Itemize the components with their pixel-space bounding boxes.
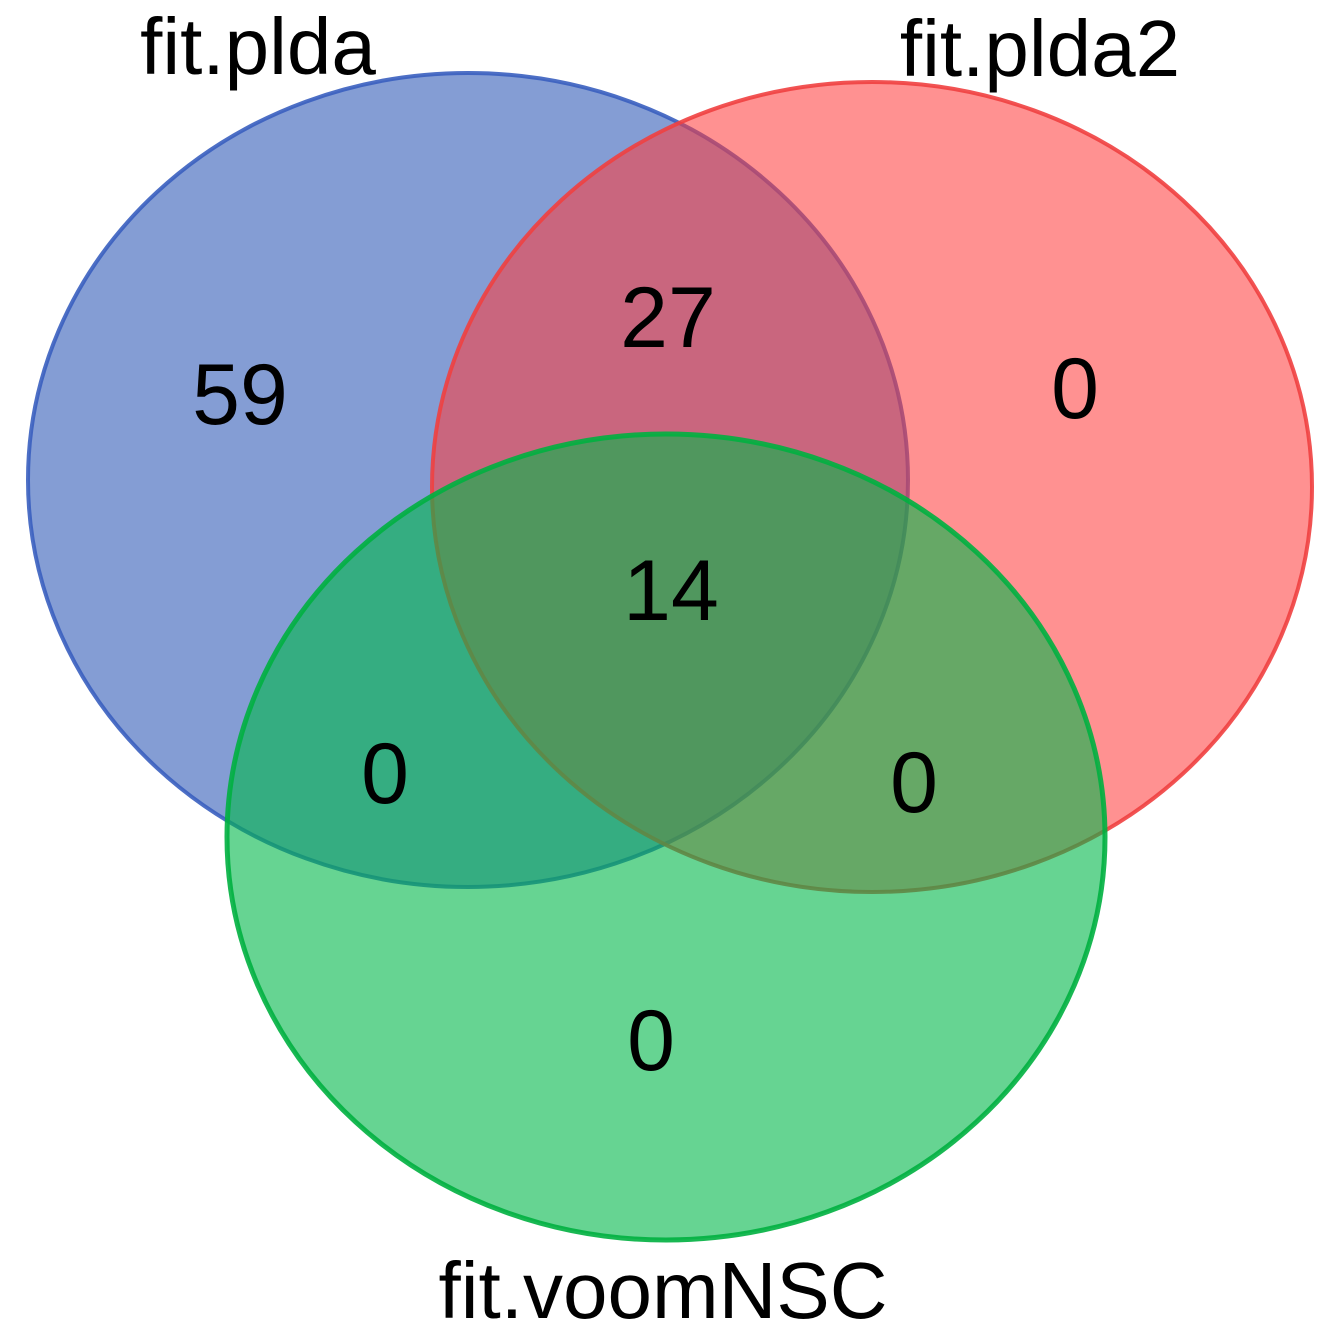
count-all-three-overlap: 14 [623,543,719,639]
count-plda-plda2-overlap: 27 [620,270,716,366]
set-label-fit-voomnsc: fit.voomNSC [439,1246,888,1335]
count-plda2-voomnsc-overlap: 0 [890,735,938,831]
count-fit-voomnsc-only: 0 [627,993,675,1089]
set-label-fit-plda2: fit.plda2 [900,4,1180,93]
count-fit-plda2-only: 0 [1051,341,1099,437]
count-plda-voomnsc-overlap: 0 [361,726,409,822]
count-fit-plda-only: 59 [192,347,288,443]
set-circle-fit-voomnsc [224,431,1108,1243]
set-label-fit-plda: fit.plda [140,2,376,91]
